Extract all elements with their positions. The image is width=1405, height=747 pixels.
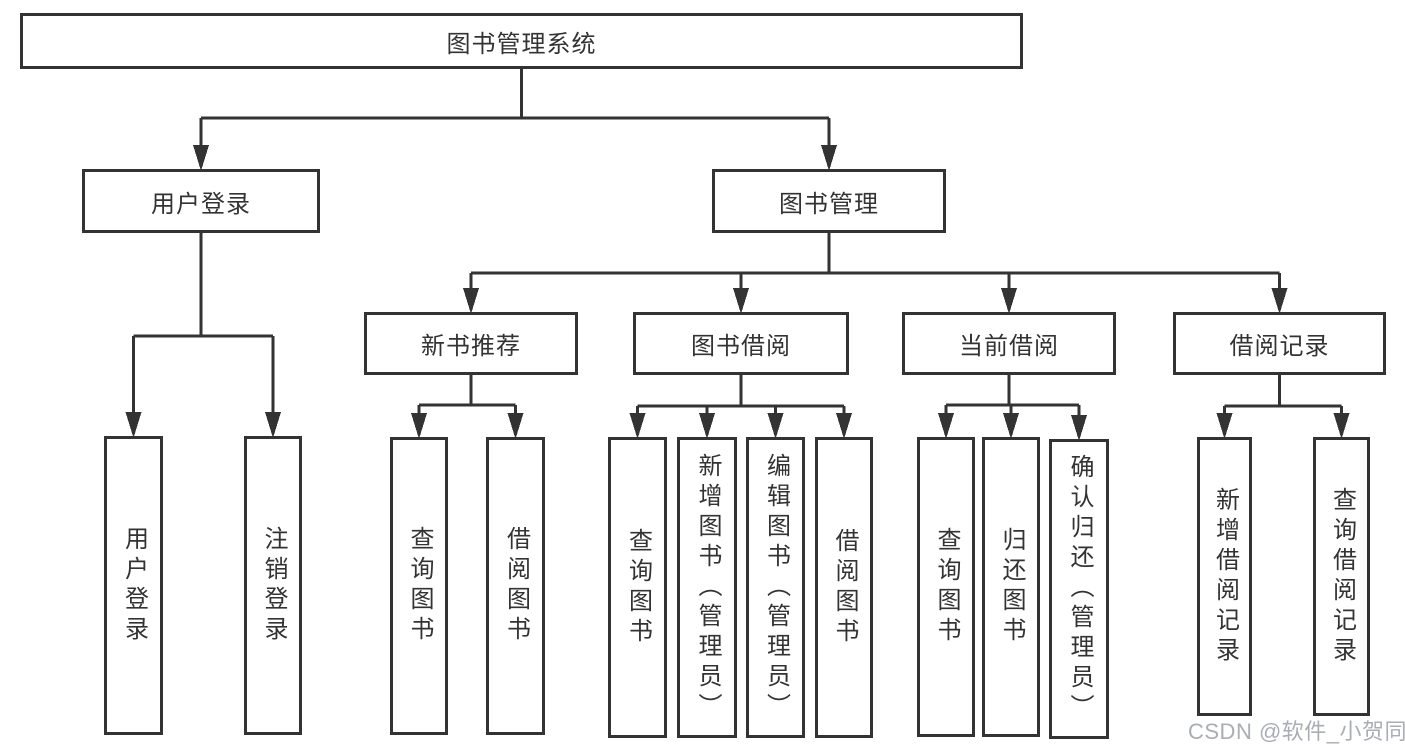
diagram-node-label: 新增借阅记录 <box>1211 486 1239 667</box>
arrowhead-icon <box>836 413 852 439</box>
diagram-node-label: 借阅图书 <box>502 526 530 646</box>
diagram-node-br-query-record: 查询借阅记录 <box>1313 437 1370 716</box>
arrowhead-icon <box>938 413 954 439</box>
diagram-node-bb-edit-books: 编辑图书（管理员） <box>746 437 805 738</box>
diagram-node-label: 图书管理 <box>779 190 879 218</box>
arrowhead-icon <box>193 145 209 171</box>
diagram-node-label: 查询图书 <box>624 527 652 648</box>
diagram-node-logout: 注销登录 <box>244 436 302 735</box>
diagram-node-label: 查询借阅记录 <box>1328 486 1356 667</box>
arrowhead-icon <box>1003 413 1019 439</box>
diagram-node-br-add-record: 新增借阅记录 <box>1197 437 1252 716</box>
diagram-node-book-mgmt: 图书管理 <box>712 169 946 233</box>
arrowhead-icon <box>1271 288 1288 314</box>
diagram-node-label: 查询图书 <box>406 526 433 646</box>
diagram-node-label: 编辑图书（管理员） <box>762 452 790 723</box>
arrowhead-icon <box>733 288 749 314</box>
arrowhead-icon <box>767 413 784 439</box>
arrowhead-icon <box>629 413 646 439</box>
diagram-node-label: 新增图书（管理员） <box>694 452 721 723</box>
diagram-node-bb-add-books: 新增图书（管理员） <box>677 437 737 738</box>
diagram-node-new-book-rec: 新书推荐 <box>364 312 578 375</box>
diagram-node-rec-query-books: 查询图书 <box>390 437 448 735</box>
arrowhead-icon <box>699 413 715 439</box>
arrowhead-icon <box>1001 288 1017 314</box>
diagram-node-rec-borrow-books: 借阅图书 <box>486 437 545 735</box>
diagram-node-root: 图书管理系统 <box>20 13 1023 69</box>
diagram-node-cb-query-books: 查询图书 <box>917 437 975 737</box>
watermark: CSDN @软件_小贺同学 <box>1188 719 1405 744</box>
arrowhead-icon <box>265 412 281 438</box>
diagram-node-bb-borrow-books: 借阅图书 <box>815 437 873 738</box>
arrowhead-icon <box>1071 415 1087 441</box>
diagram-node-label: 查询图书 <box>933 527 960 647</box>
diagram-node-label: 当前借阅 <box>959 333 1059 360</box>
arrowhead-icon <box>463 288 479 314</box>
diagram-node-borrow-records: 借阅记录 <box>1173 312 1386 375</box>
diagram-node-label: 图书借阅 <box>691 333 791 360</box>
diagram-node-label: 借阅记录 <box>1229 333 1330 360</box>
diagram-node-cb-confirm-return: 确认归还（管理员） <box>1049 439 1109 739</box>
diagram-node-label: 新书推荐 <box>421 333 521 360</box>
diagram-node-bb-query-books: 查询图书 <box>608 437 667 738</box>
diagram-node-label: 借阅图书 <box>831 527 858 648</box>
diagram-node-cb-return-books: 归还图书 <box>982 437 1040 737</box>
diagram-node-login: 用户登录 <box>104 436 163 735</box>
arrowhead-icon <box>1216 413 1233 439</box>
diagram-node-book-borrow: 图书借阅 <box>633 312 849 375</box>
arrowhead-icon <box>125 412 142 438</box>
diagram-node-label: 用户登录 <box>151 190 251 218</box>
diagram-node-user-login: 用户登录 <box>82 169 320 233</box>
arrowhead-icon <box>1333 413 1350 439</box>
diagram-node-label: 确认归还（管理员） <box>1066 454 1093 724</box>
arrowhead-icon <box>507 413 524 439</box>
diagram-node-current-borrow: 当前借阅 <box>902 312 1116 375</box>
arrowhead-icon <box>411 413 427 439</box>
arrowhead-icon <box>821 145 837 171</box>
diagram-node-label: 注销登录 <box>260 525 287 646</box>
diagram-node-label: 归还图书 <box>998 527 1025 647</box>
diagram-node-label: 图书管理系统 <box>446 30 597 58</box>
diagram-node-label: 用户登录 <box>120 525 148 646</box>
